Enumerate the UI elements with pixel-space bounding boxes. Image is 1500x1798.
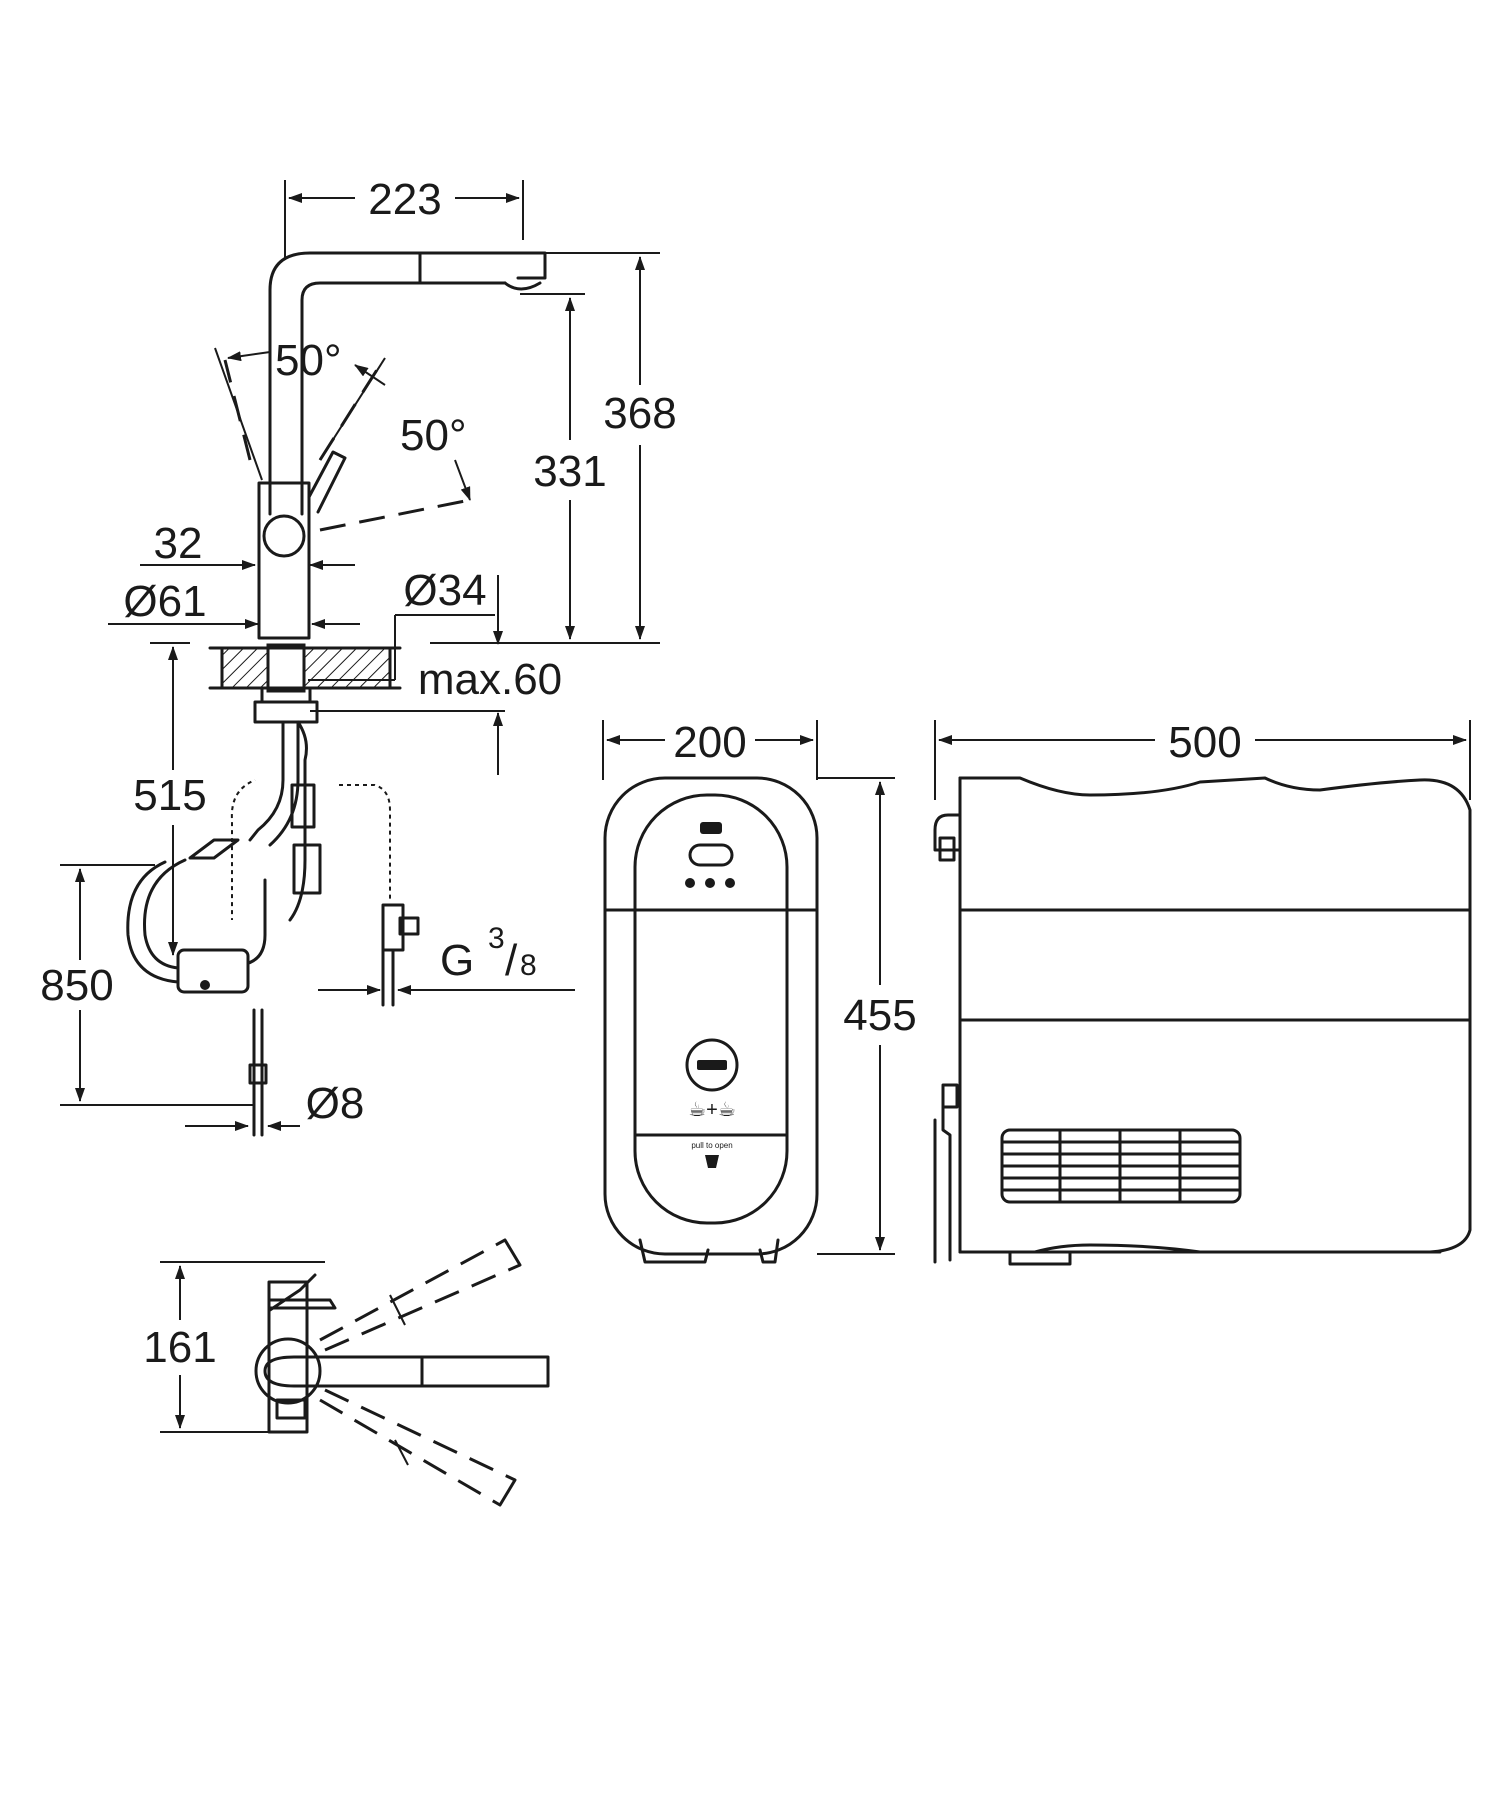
- dim-500: 500: [1168, 718, 1241, 767]
- dim-368: 368: [603, 389, 676, 438]
- dim-32: 32: [154, 519, 203, 568]
- dim-diameter-61: Ø61: [123, 577, 206, 626]
- dim-223: 223: [368, 175, 441, 224]
- faucet-top-view: 161: [143, 1238, 550, 1507]
- vent-grille: [1000, 1128, 1242, 1204]
- dim-angle-left: 50°: [275, 336, 342, 385]
- boiler-front-view: 200 ☕+☕ pull to open 455: [602, 718, 917, 1264]
- boiler-side-view: 500: [933, 718, 1472, 1266]
- dim-thread-slash: /: [505, 936, 518, 985]
- dim-angle-right: 50°: [400, 411, 467, 460]
- dim-diameter-8: Ø8: [306, 1079, 365, 1128]
- dim-thread-num: 3: [488, 922, 505, 955]
- faucet-dimensions: 223 368 331 50° 50° 32 Ø61 Ø34 m: [40, 175, 677, 1131]
- dim-thread-den: 8: [520, 949, 537, 982]
- dim-850: 850: [40, 961, 113, 1010]
- dim-331: 331: [533, 447, 606, 496]
- dim-455: 455: [843, 991, 916, 1040]
- dim-200: 200: [673, 718, 746, 767]
- dim-161: 161: [143, 1323, 216, 1372]
- cup-icons: ☕+☕: [688, 1099, 736, 1121]
- dim-515: 515: [133, 771, 206, 820]
- dim-diameter-34: Ø34: [403, 566, 486, 615]
- pull-to-open-label: pull to open: [691, 1141, 732, 1150]
- faucet-side-view: [126, 251, 547, 1137]
- dim-thread-g: G: [440, 936, 474, 985]
- dim-max-60: max.60: [418, 655, 562, 704]
